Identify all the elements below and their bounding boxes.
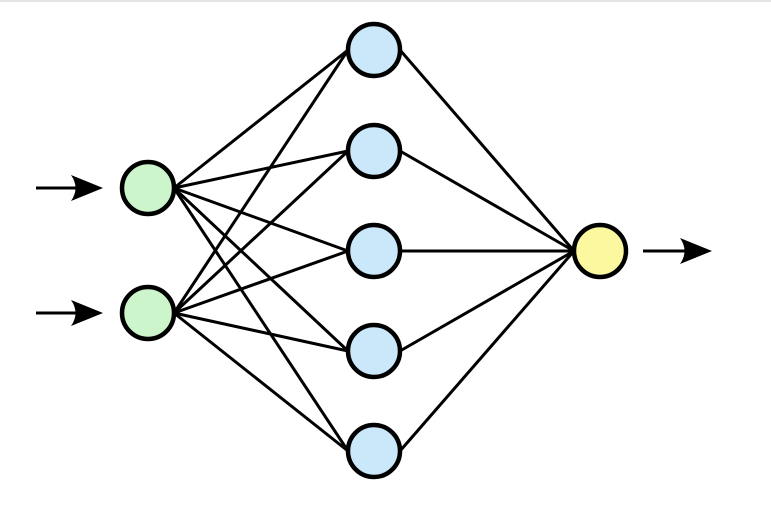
edge-hidden-4-output-1 [399, 249, 575, 353]
hidden-5-node [345, 422, 403, 480]
input-2-node [119, 284, 177, 342]
hidden-3-node [345, 222, 403, 280]
edge-hidden-1-output-1 [398, 49, 576, 252]
edge-input-1-hidden-4 [172, 186, 350, 353]
input-1-node [119, 159, 177, 217]
hidden-2-node [345, 122, 403, 180]
edge-input-2-hidden-2 [172, 149, 350, 315]
input-arrow-2-head [71, 300, 103, 326]
edge-input-1-hidden-2 [173, 149, 349, 190]
hidden-1-node [345, 21, 403, 79]
edge-input-1-hidden-5 [172, 187, 350, 452]
output-1-node [571, 222, 629, 280]
edge-input-1-hidden-1 [173, 48, 349, 190]
edge-input-2-hidden-3 [173, 249, 349, 315]
edge-hidden-5-output-1 [398, 250, 576, 452]
edge-input-2-hidden-4 [173, 311, 349, 353]
edge-input-2-hidden-5 [173, 311, 349, 453]
edge-input-1-hidden-3 [173, 186, 349, 253]
edge-input-2-hidden-1 [172, 49, 350, 314]
hidden-4-node [345, 322, 403, 380]
input-arrow-1-head [71, 175, 103, 201]
output-arrow-head [680, 238, 712, 264]
edge-hidden-2-output-1 [399, 149, 575, 253]
window-top-border [0, 0, 771, 2]
